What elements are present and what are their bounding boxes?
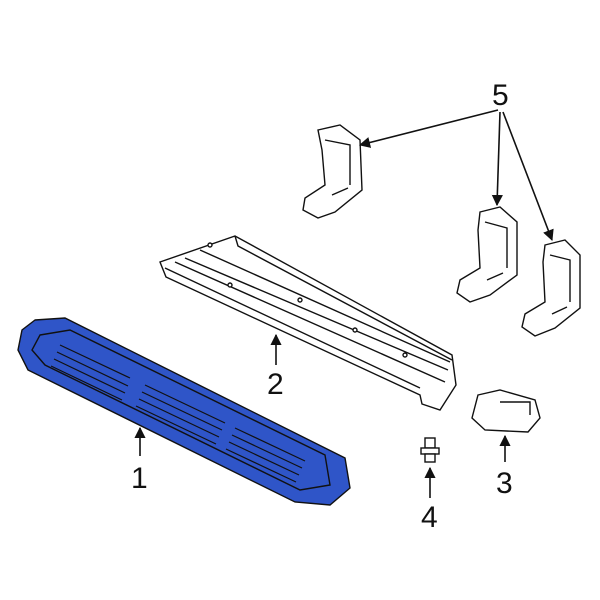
- arrow-5a: [358, 109, 499, 148]
- arrow-5c: [502, 111, 554, 242]
- callout-label-1: 1: [131, 462, 148, 495]
- arrow-5b: [491, 111, 503, 207]
- callout-arrows: [134, 109, 554, 498]
- callout-label-5: 5: [492, 79, 509, 112]
- bracket-1: [302, 124, 363, 219]
- end-cap: [471, 389, 541, 433]
- callout-label-3: 3: [496, 467, 513, 500]
- bracket-3: [521, 239, 581, 337]
- fastener: [420, 437, 440, 463]
- running-board-rail: [159, 235, 457, 411]
- step-pad: [17, 317, 351, 506]
- bracket-2: [456, 206, 518, 303]
- callout-label-4: 4: [421, 501, 438, 534]
- callout-label-2: 2: [267, 368, 284, 401]
